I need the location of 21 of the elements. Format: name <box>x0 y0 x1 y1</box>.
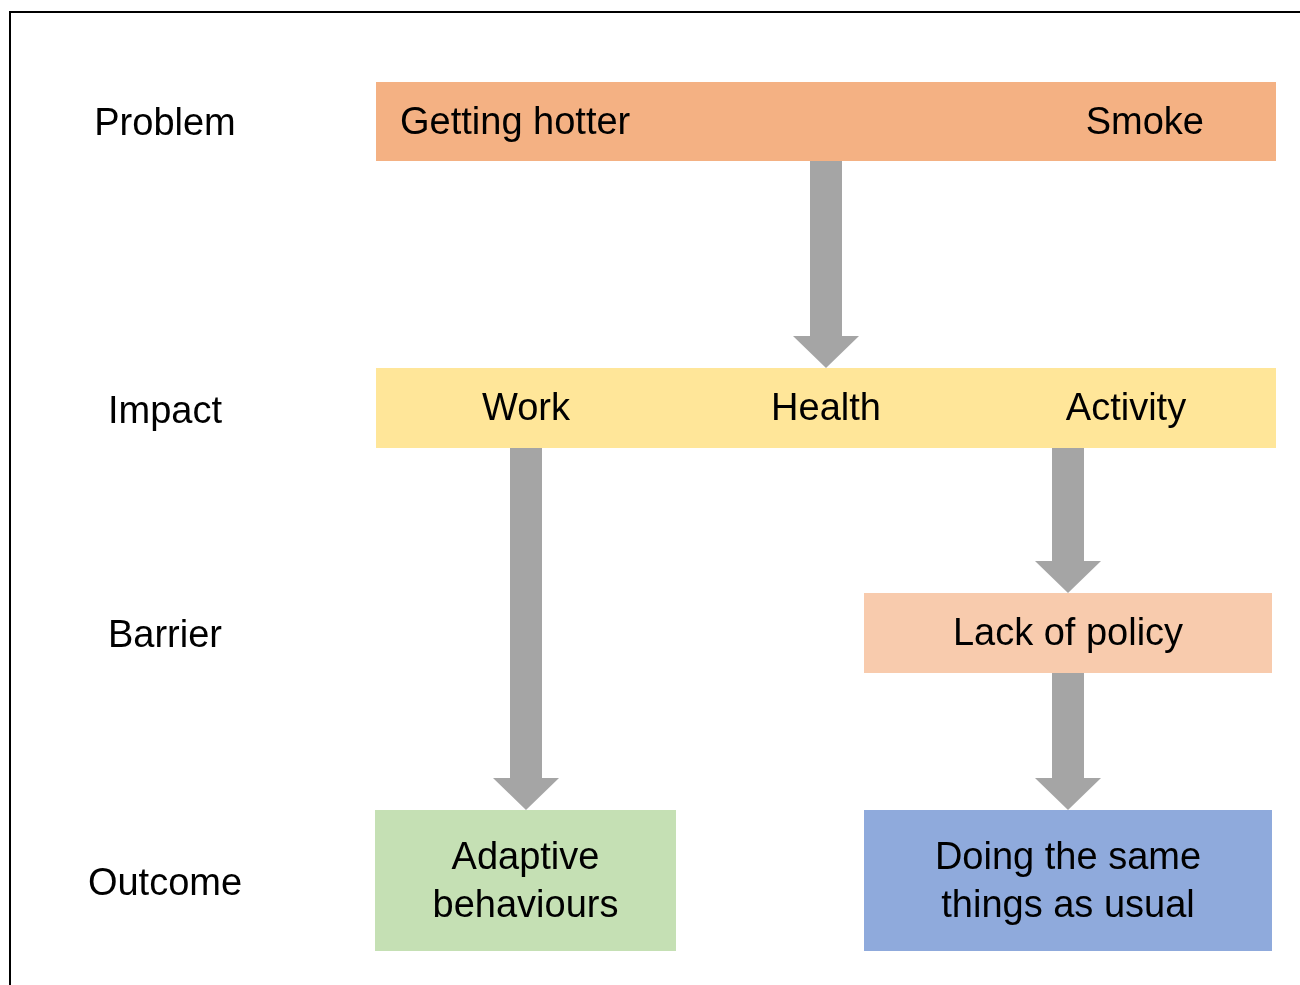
row-label: Barrier <box>107 612 223 656</box>
block-arrow <box>793 161 859 368</box>
node-label: Work <box>482 385 570 431</box>
row-label: Outcome <box>86 860 244 904</box>
node-label: Activity <box>1065 385 1187 431</box>
node-label: Lack of policy <box>952 610 1184 656</box>
outcome-box <box>864 810 1272 951</box>
block-arrow <box>1035 448 1101 593</box>
impact-band <box>376 368 1276 448</box>
block-arrow <box>493 448 559 810</box>
node-label: Health <box>771 385 881 431</box>
node-label: Getting hotter <box>400 98 631 144</box>
node-label: Smoke <box>1085 98 1204 144</box>
row-label: Problem <box>93 100 237 144</box>
barrier-box <box>864 593 1272 673</box>
outcome-box <box>375 810 676 951</box>
problem-band <box>376 82 1276 161</box>
node-label: Adaptive behaviours <box>431 834 620 927</box>
row-label: Impact <box>106 388 223 432</box>
node-label: Doing the same things as usual <box>933 834 1203 927</box>
block-arrow <box>1035 673 1101 810</box>
